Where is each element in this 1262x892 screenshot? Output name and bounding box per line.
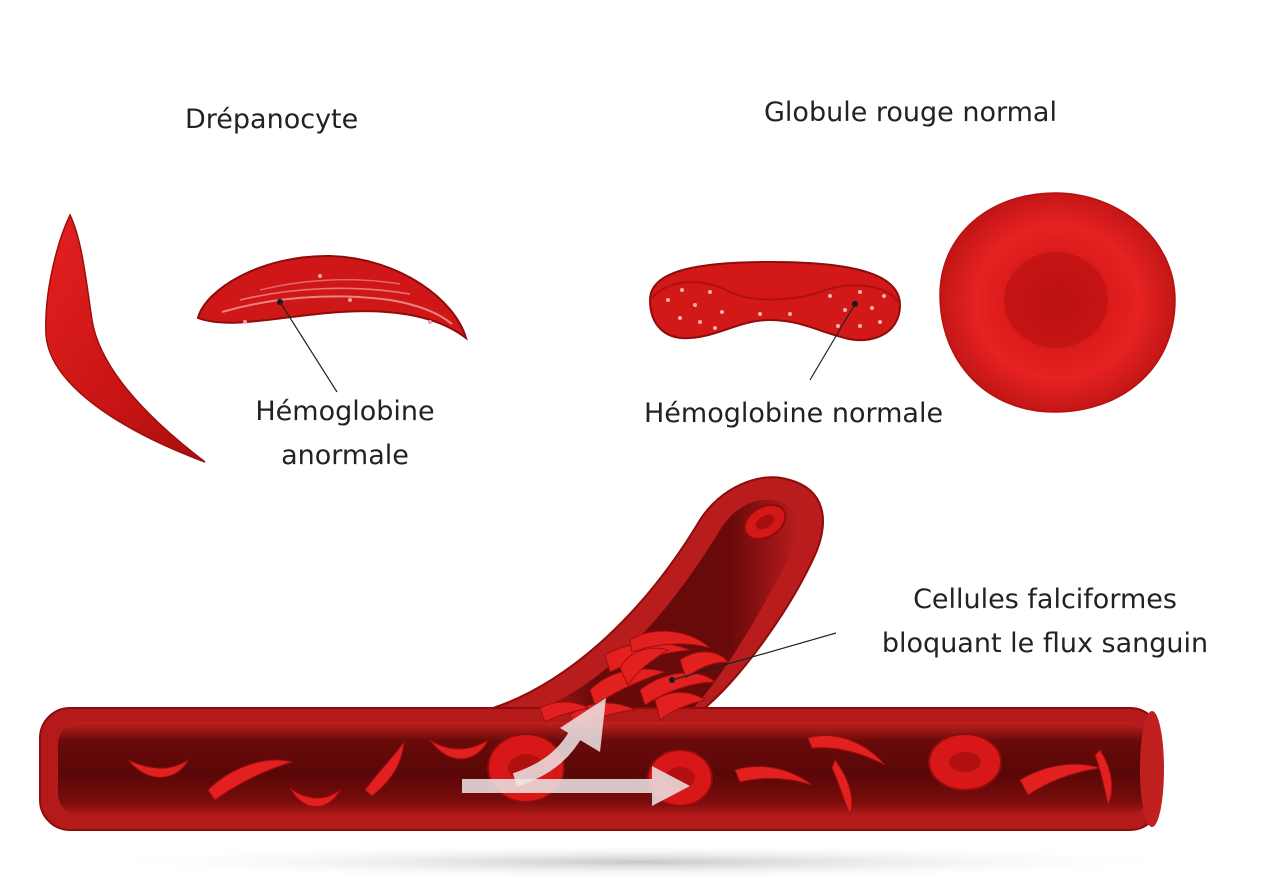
blocking-label: Cellules falciformes bloquant le flux sa… xyxy=(870,578,1220,666)
leader-line-normal xyxy=(809,303,856,381)
blocking-sickle-cluster xyxy=(569,630,730,729)
leader-line-abnormal xyxy=(279,301,338,393)
normal-cell-cross-section xyxy=(648,260,902,342)
leader-line-blocking xyxy=(671,632,837,681)
sickle-cell-cross-section xyxy=(196,254,468,341)
branch-vessel xyxy=(479,476,824,713)
blocking-line1: Cellules falciformes xyxy=(913,584,1177,615)
vessel-shadow xyxy=(80,844,1200,880)
flow-arrow-straight xyxy=(462,766,690,806)
normal-cell-title: Globule rouge normal xyxy=(764,97,1057,128)
vessel-cells xyxy=(127,701,1113,817)
blocking-line2: bloquant le flux sanguin xyxy=(881,628,1209,659)
abnormal-hemoglobin-line2: anormale xyxy=(281,440,409,471)
abnormal-hemoglobin-line1: Hémoglobine xyxy=(255,396,435,427)
flow-arrow-branch xyxy=(512,698,606,787)
sickle-cell-large xyxy=(45,213,206,463)
abnormal-hemoglobin-label: Hémoglobine anormale xyxy=(180,390,510,478)
normal-red-blood-cell xyxy=(939,192,1176,413)
sickle-cell-title: Drépanocyte xyxy=(185,104,359,135)
normal-hemoglobin-label: Hémoglobine normale xyxy=(644,398,944,429)
